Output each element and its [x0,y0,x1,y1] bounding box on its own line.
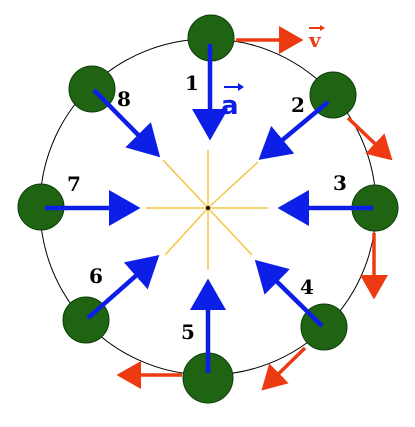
position-label-5: 5 [181,320,195,344]
position-label-8: 8 [117,87,131,111]
velocity-label: v [308,28,322,52]
velocity-arrow-4 [261,346,307,391]
acceleration-vector-arrowhead [238,83,244,91]
accel-arrow-6 [86,255,160,320]
velocity-symbol: v [308,25,325,52]
velocity-vector-arrowhead [320,25,325,31]
acceleration-label: a [221,91,239,121]
accel-arrow-4 [254,259,324,328]
spoke-2 [207,161,259,209]
spokes [146,150,268,270]
position-label-6: 6 [89,264,103,288]
spoke-8 [162,159,209,209]
center-point [206,206,210,210]
accel-arrow-2 [258,100,330,160]
spoke-6 [164,207,209,256]
position-label-2: 2 [291,93,305,117]
spoke-4 [207,207,253,256]
accel-arrow-8 [92,88,161,158]
position-label-3: 3 [333,171,347,195]
velocity-arrows [116,26,393,391]
acceleration-symbol: a [221,83,244,121]
velocity-arrow-2 [346,116,393,161]
position-label-7: 7 [67,172,81,196]
acceleration-arrows [45,44,373,373]
position-label-4: 4 [300,275,314,299]
position-label-1: 1 [185,71,199,95]
